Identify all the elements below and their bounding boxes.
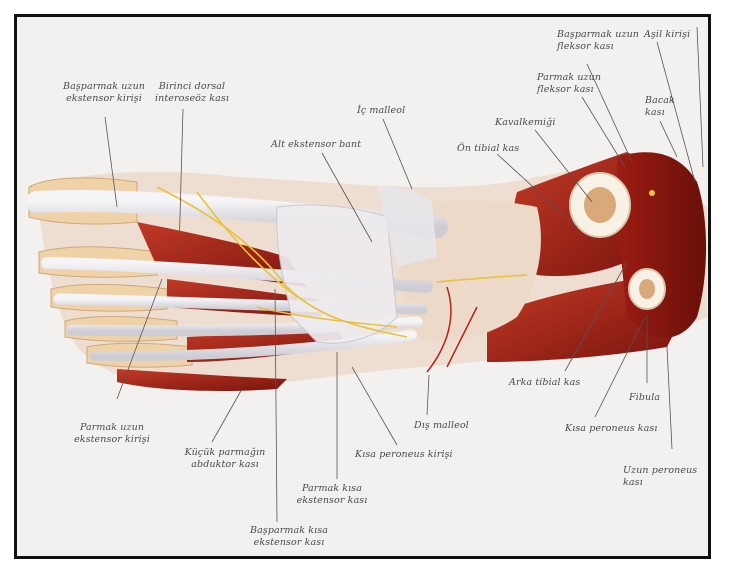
label-parmak-kisa-ekstensor-kasi: Parmak kısa ekstensor kası (296, 483, 368, 506)
label-kucuk-parmagin-abduktor-kasi: Küçük parmağın abduktor kası (184, 447, 266, 470)
label-asil-kirisi: Aşil kirişi (644, 29, 691, 40)
label-kisa-peroneus-kirisi: Kısa peroneus kirişi (355, 449, 453, 460)
label-parmak-uzun-fleksor-kasi: Parmak uzun fleksor kası (537, 72, 602, 95)
figure-frame: Başparmak uzun ekstensor kirişi Birinci … (14, 14, 711, 559)
foot-illustration (26, 26, 707, 523)
label-bacak-kasi: Bacak kası (645, 95, 675, 118)
label-basparmak-uzun-ekstensor-kirisi: Başparmak uzun ekstensor kirişi (62, 81, 145, 104)
label-on-tibial-kas: Ön tibial kas (457, 143, 520, 154)
label-arka-tibial-kas: Arka tibial kas (509, 377, 581, 388)
tibia-cross-section (569, 172, 631, 238)
label-fibula: Fibula (629, 392, 661, 403)
label-birinci-dorsal-interosseoz-kasi: Birinci dorsal interoseöz kası (155, 81, 229, 104)
label-dis-malleol: Dış malleol (414, 420, 469, 431)
vessels (426, 286, 478, 373)
label-uzun-peroneus-kasi: Uzun peroneus kası (623, 465, 698, 488)
label-alt-ekstensor-bant: Alt ekstensor bant (271, 139, 362, 150)
label-kaval-kemigi: Kavalkemiği (495, 117, 556, 128)
label-parmak-uzun-ekstensor-kirisi: Parmak uzun ekstensor kirişi (74, 422, 150, 445)
label-kisa-peroneus-kasi: Kısa peroneus kası (565, 423, 658, 434)
label-basparmak-uzun-fleksor-kasi: Başparmak uzun fleksor kası (557, 29, 640, 52)
leader-lines (104, 26, 704, 523)
fibula-cross-section (628, 268, 666, 310)
calf-cross-section (617, 152, 706, 338)
label-ic-malleol: İç malleol (357, 105, 406, 116)
label-basparmak-kisa-ekstensor-kasi: Başparmak kısa ekstensor kası (250, 525, 328, 548)
nerves (156, 186, 528, 338)
extensor-retinaculum (276, 204, 398, 344)
